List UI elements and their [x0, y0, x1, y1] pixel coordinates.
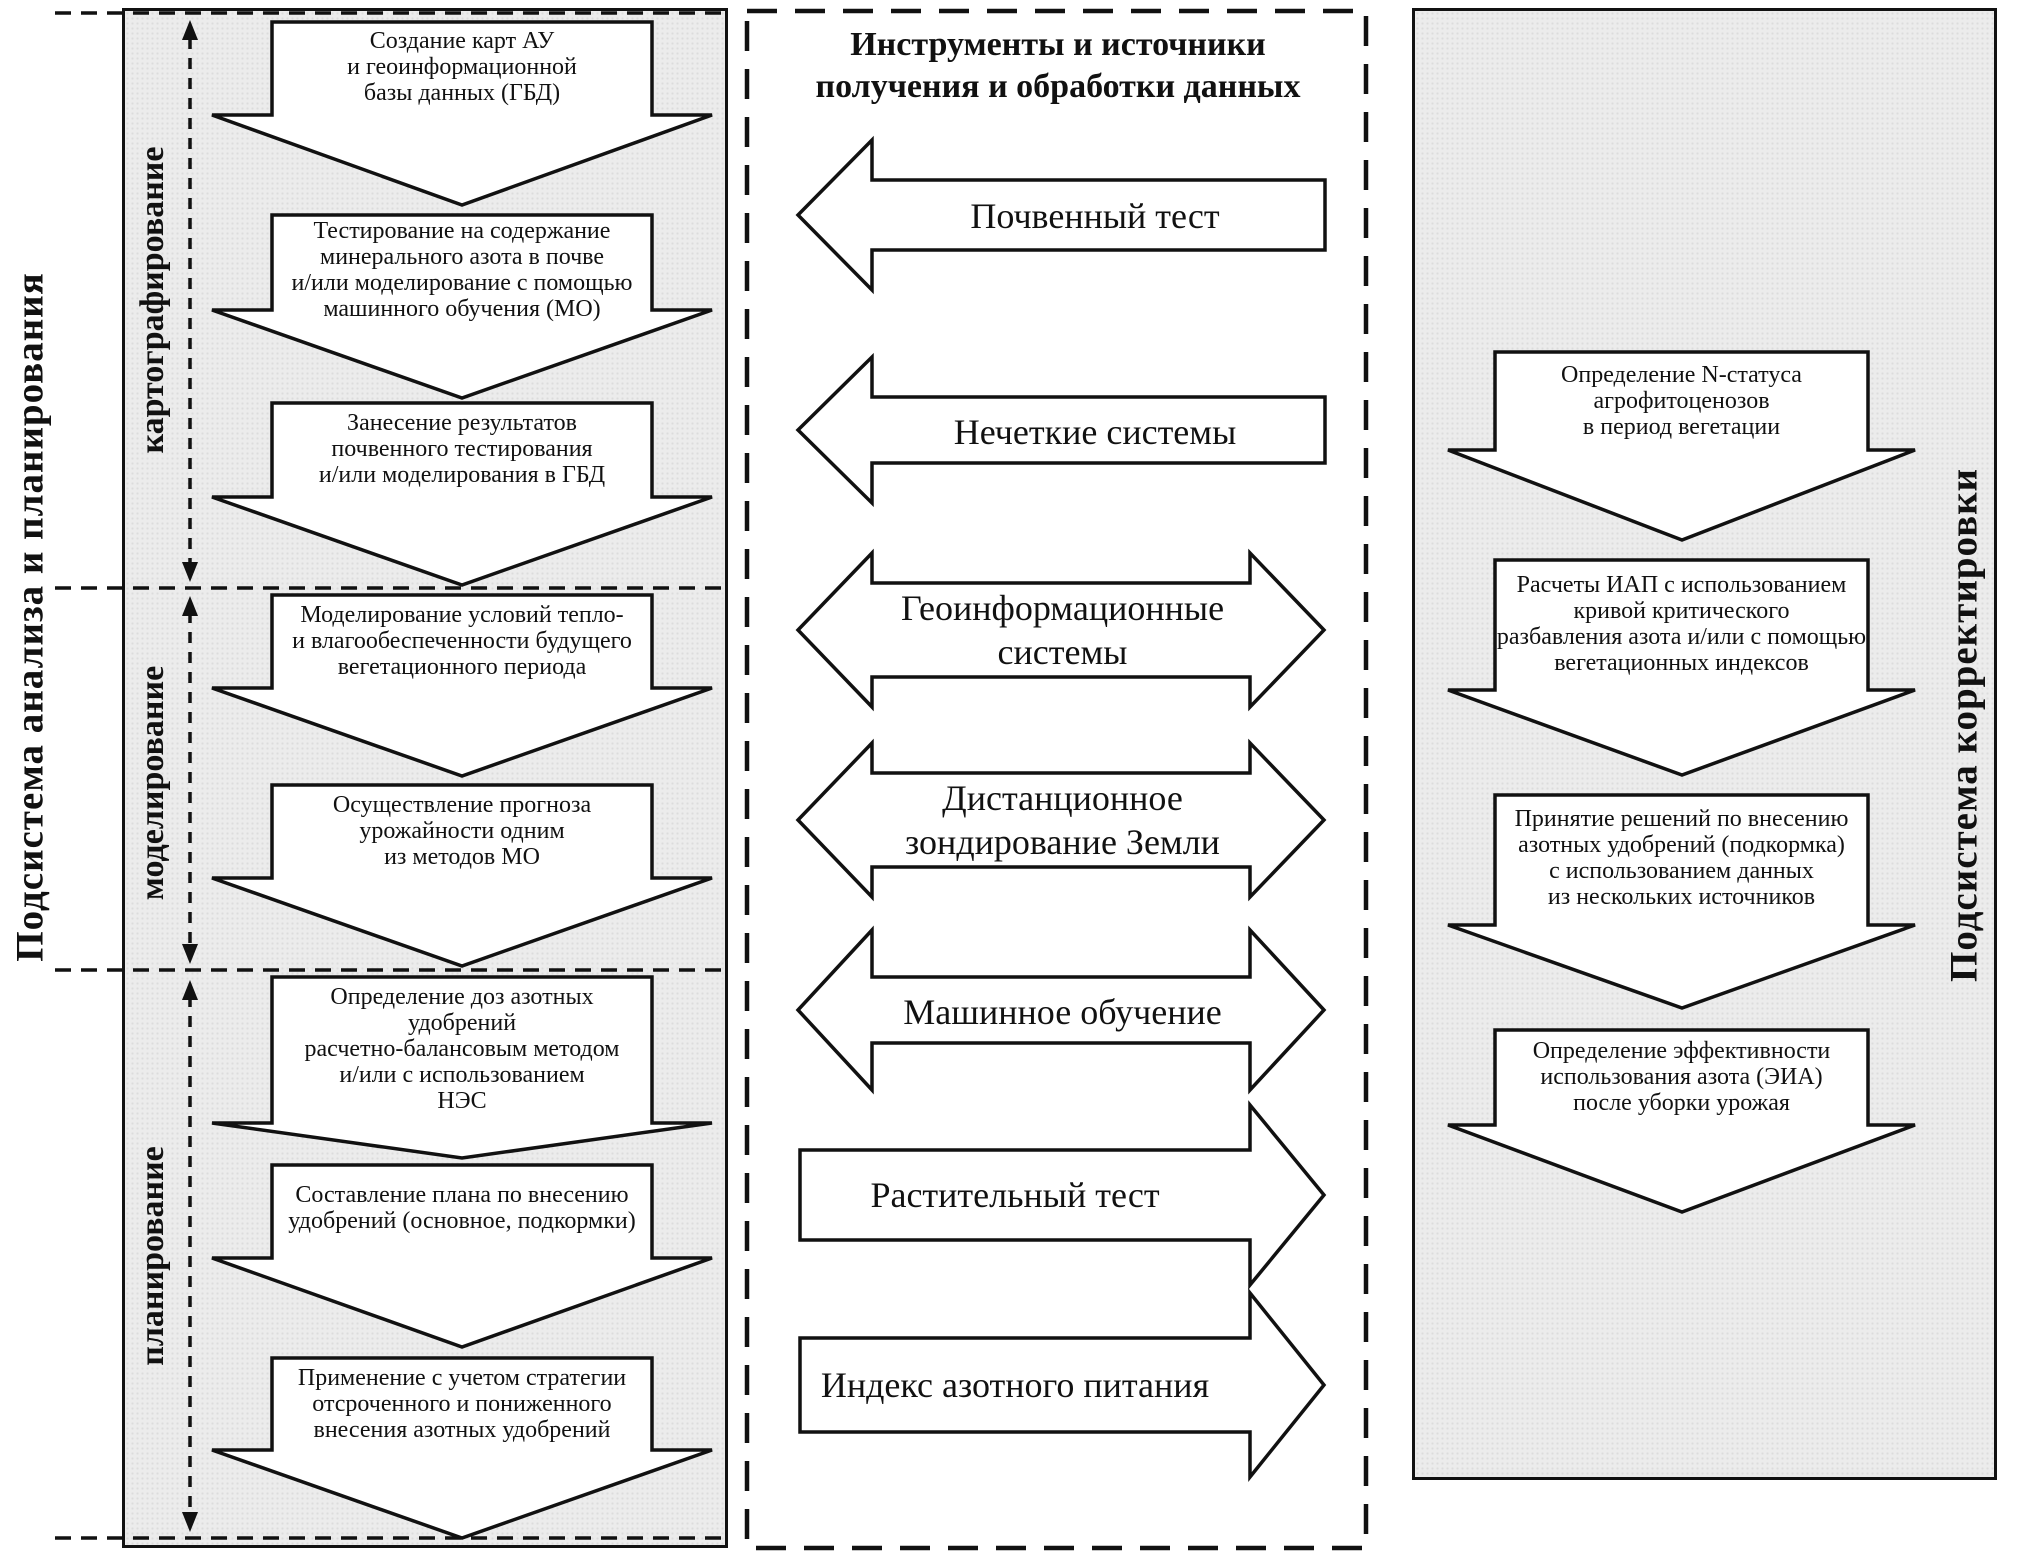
arrow-soil-test-shape — [795, 135, 1327, 295]
arrow-fuzzy-systems-shape — [795, 352, 1327, 508]
block-application-strategy-text: Применение с учетом стратегии отсроченно… — [297, 1365, 627, 1443]
arrow-nni-shape — [798, 1288, 1327, 1482]
arrow-plant-test-label: Растительный тест — [870, 1175, 1160, 1215]
block-doses-text: Определение доз азотных удобрений расчет… — [304, 984, 620, 1114]
tools-panel-title: Инструменты и источники получения и обра… — [815, 26, 1301, 105]
arrow-machine-learning-shape — [795, 925, 1327, 1095]
block-decision-making-text: Принятие решений по внесению азотных удо… — [1514, 806, 1849, 910]
section-label-modeling: моделирование — [134, 665, 171, 901]
arrow-soil-test-label: Почвенный тест — [970, 196, 1220, 236]
arrow-remote-sensing-shape — [795, 738, 1327, 902]
block-create-maps-text: Создание карт АУ и геоинформационной баз… — [347, 28, 577, 106]
block-create-maps-shape — [211, 20, 713, 207]
block-fertilization-plan-text: Составление плана по внесению удобрений … — [288, 1182, 636, 1234]
section-label-mapping: картографирование — [134, 146, 171, 454]
block-n-status-shape — [1447, 350, 1916, 542]
section-divider-lines — [55, 11, 728, 1540]
arrow-fuzzy-systems-label: Нечеткие системы — [953, 412, 1237, 452]
block-yield-forecast-shape — [211, 783, 713, 968]
block-nue-text: Определение эффективности использования … — [1532, 1038, 1831, 1116]
block-modeling-conditions-text: Моделирование условий тепло- и влагообес… — [292, 602, 632, 680]
block-nni-calculations-text: Расчеты ИАП с использованием кривой крит… — [1496, 572, 1867, 676]
block-yield-forecast-text: Осуществление прогноза урожайности одним… — [332, 792, 592, 870]
block-record-results-shape — [211, 401, 713, 587]
arrow-remote-sensing-label: Дистанционное зондирование Земли — [905, 778, 1220, 862]
arrow-gis-label: Геоинформационные системы — [900, 588, 1225, 672]
block-doses-shape — [211, 975, 713, 1160]
right-subsystem-title: Подсистема корректировки — [1942, 467, 1986, 983]
block-soil-testing-shape — [211, 213, 713, 400]
block-n-status-text: Определение N-статуса агрофитоценозов в … — [1561, 362, 1802, 440]
left-process-blocks — [211, 20, 713, 1540]
block-nue-shape — [1447, 1028, 1916, 1214]
block-record-results-text: Занесение результатов почвенного тестиро… — [318, 410, 606, 488]
block-decision-making-shape — [1447, 793, 1916, 1010]
arrow-gis-shape — [795, 548, 1327, 712]
block-soil-testing-text: Тестирование на содержание минерального … — [291, 218, 633, 322]
section-label-planning: планирование — [134, 1146, 171, 1366]
left-subsystem-title: Подсистема анализа и планирования — [8, 272, 52, 962]
block-nni-calculations-shape — [1447, 558, 1916, 777]
right-process-blocks — [1447, 350, 1916, 1214]
block-fertilization-plan-shape — [211, 1163, 713, 1349]
tools-panel-frame — [744, 8, 1369, 1551]
tool-arrows — [795, 135, 1327, 1482]
arrow-plant-test-shape — [798, 1100, 1327, 1290]
block-application-strategy-shape — [211, 1356, 713, 1540]
section-span-arrows — [182, 20, 198, 1532]
arrow-machine-learning-label: Машинное обучение — [903, 992, 1222, 1032]
block-modeling-conditions-shape — [211, 593, 713, 778]
arrow-nni-label: Индекс азотного питания — [820, 1365, 1210, 1405]
